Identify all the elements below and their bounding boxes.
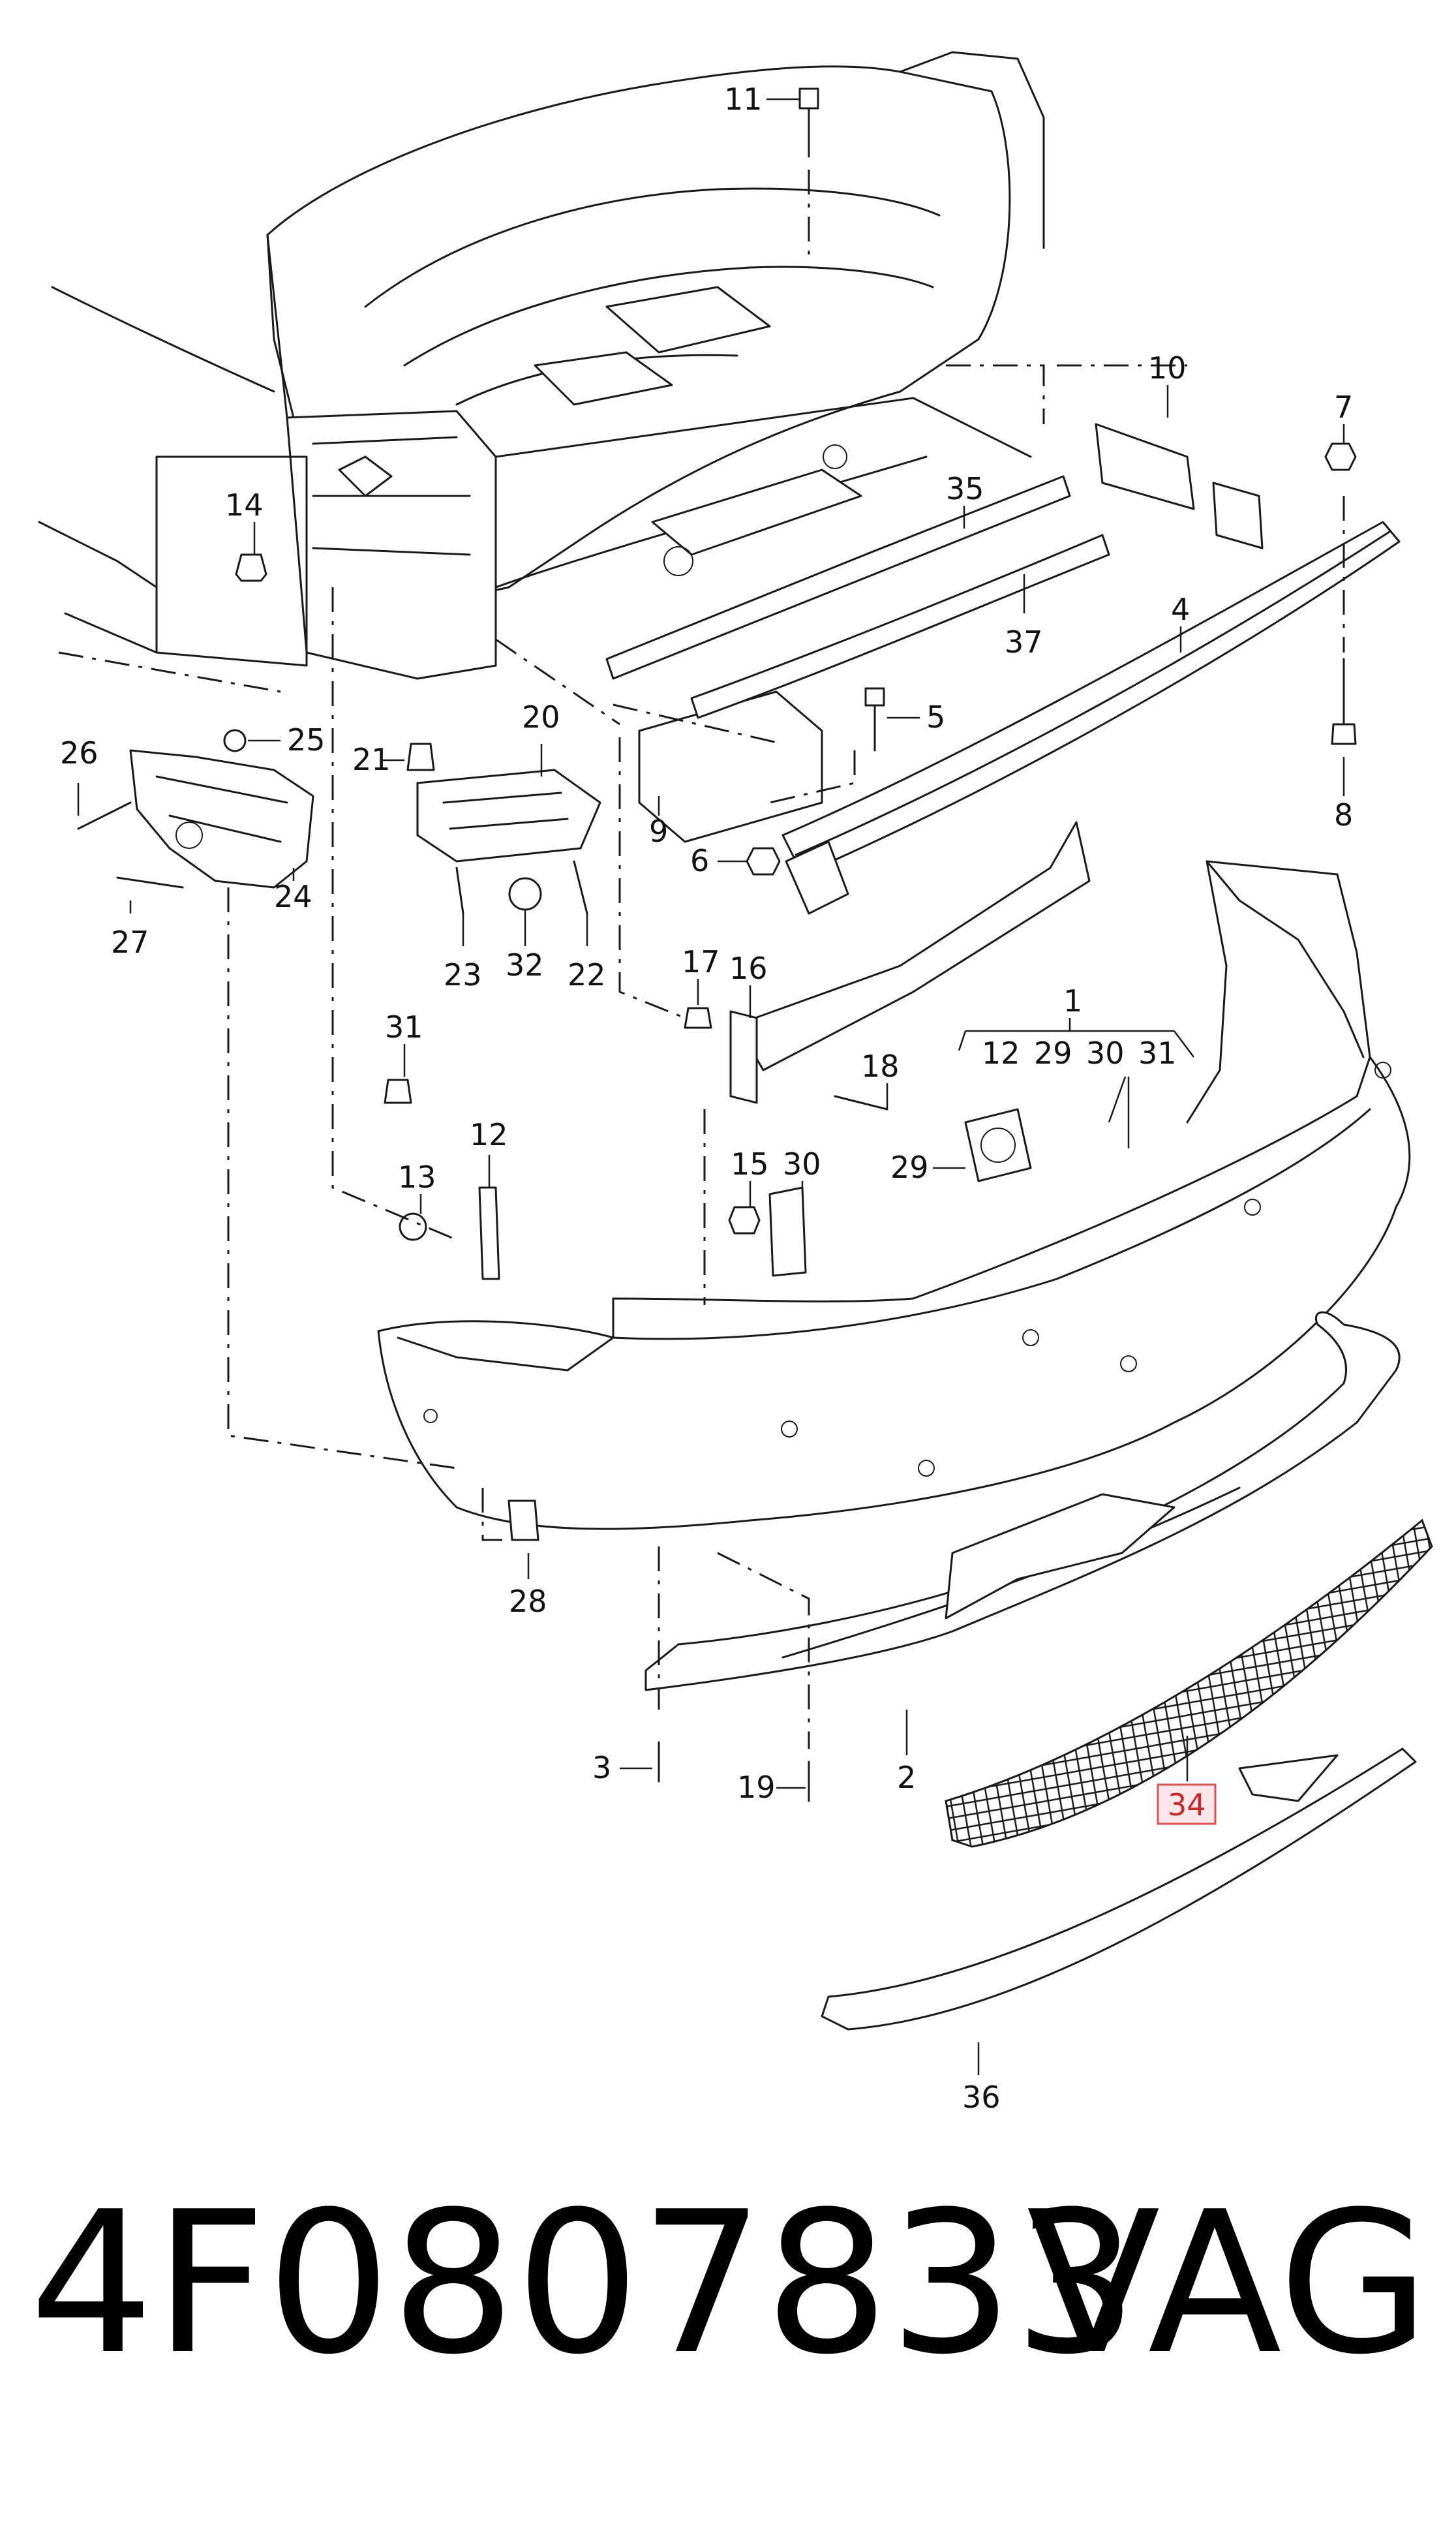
callout-37: 37 (1005, 624, 1043, 660)
callout-8: 8 (1334, 797, 1353, 833)
callout-27: 27 (111, 925, 149, 960)
callout-1-sub-30: 30 (1086, 1036, 1125, 1071)
callout-21: 21 (352, 742, 391, 777)
callout-17: 17 (682, 944, 720, 979)
callout-31: 31 (385, 1009, 423, 1045)
callout-23: 23 (444, 957, 482, 992)
callout-1-sub-29: 29 (1034, 1036, 1072, 1071)
callout-18: 18 (861, 1049, 900, 1084)
callout-7: 7 (1334, 390, 1353, 425)
callout-29: 29 (890, 1150, 929, 1185)
callout-19: 19 (737, 1770, 776, 1805)
callout-26: 26 (60, 735, 99, 771)
callout-34-highlight-box (1157, 1783, 1217, 1825)
part-number: 4F0807833 (29, 2170, 1138, 2397)
guide-bracket (416, 769, 601, 863)
callout-3: 3 (592, 1750, 611, 1785)
left-bumper-bracket (129, 749, 314, 889)
callout-15: 15 (731, 1146, 769, 1182)
vehicle-rear-body (38, 51, 1045, 680)
callout-12: 12 (470, 1117, 508, 1152)
assembly-dash-lines (58, 170, 1345, 1749)
callout-22: 22 (568, 957, 606, 992)
callout-2: 2 (897, 1760, 916, 1795)
callout-14: 14 (225, 487, 264, 523)
callout-4: 4 (1171, 592, 1190, 627)
trim-strips (605, 475, 1110, 719)
callout-labels: 11 10 7 35 37 4 5 6 9 8 14 25 26 27 24 2… (60, 82, 1353, 2115)
callout-30: 30 (783, 1146, 821, 1182)
callout-1-sub-31: 31 (1138, 1036, 1177, 1071)
callout-1-sub-12: 12 (982, 1036, 1020, 1071)
callout-32: 32 (506, 947, 544, 983)
callout-34: 34 (1168, 1787, 1206, 1822)
callout-13: 13 (398, 1160, 436, 1195)
lower-grille (945, 1518, 1433, 1848)
callout-10: 10 (1148, 350, 1187, 386)
bumper-reinforcement-beam (638, 423, 1401, 915)
callout-6: 6 (690, 843, 709, 878)
side-mount-carrier (729, 821, 1091, 1104)
callout-35: 35 (946, 471, 984, 506)
fasteners (77, 87, 1357, 1802)
lower-trim-strip (821, 1747, 1417, 2031)
callout-25: 25 (287, 722, 326, 758)
callout-1: 1 (1063, 983, 1082, 1019)
callout-24: 24 (274, 879, 312, 914)
lower-diffuser (645, 1311, 1401, 1691)
callout-5: 5 (926, 700, 945, 735)
leader-lines (77, 98, 1345, 2075)
callout-28: 28 (509, 1584, 547, 1619)
callout-16: 16 (729, 951, 768, 986)
bumper-cover (377, 860, 1411, 1530)
callout-20: 20 (522, 700, 560, 735)
callout-36: 36 (962, 2080, 1001, 2115)
brand-label: VAG (1026, 2170, 1430, 2397)
callout-9: 9 (649, 814, 668, 849)
callout-11: 11 (724, 82, 763, 117)
